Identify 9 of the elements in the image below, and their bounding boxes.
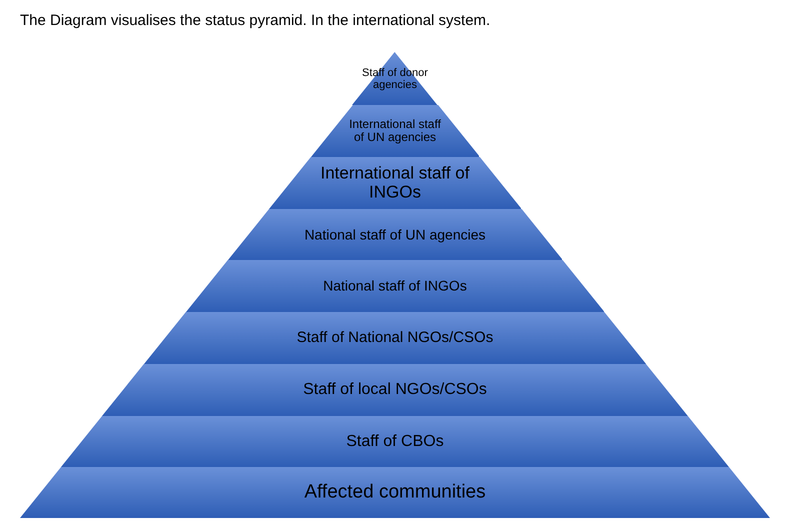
- tier-label: Staff of local NGOs/CSOs: [302, 381, 488, 399]
- tier-label: International staff of UN agencies: [348, 118, 442, 144]
- tier-label: Affected communities: [303, 482, 487, 503]
- tier-label: Staff of CBOs: [345, 432, 445, 450]
- title: The Diagram visualises the status pyramid. In the international system.: [20, 12, 490, 29]
- tier-label: International staff of INGOs: [319, 164, 470, 202]
- tier-label: National staff of INGOs: [322, 278, 468, 294]
- tier-label: Staff of National NGOs/CSOs: [296, 330, 494, 346]
- tier-label: National staff of UN agencies: [303, 226, 487, 242]
